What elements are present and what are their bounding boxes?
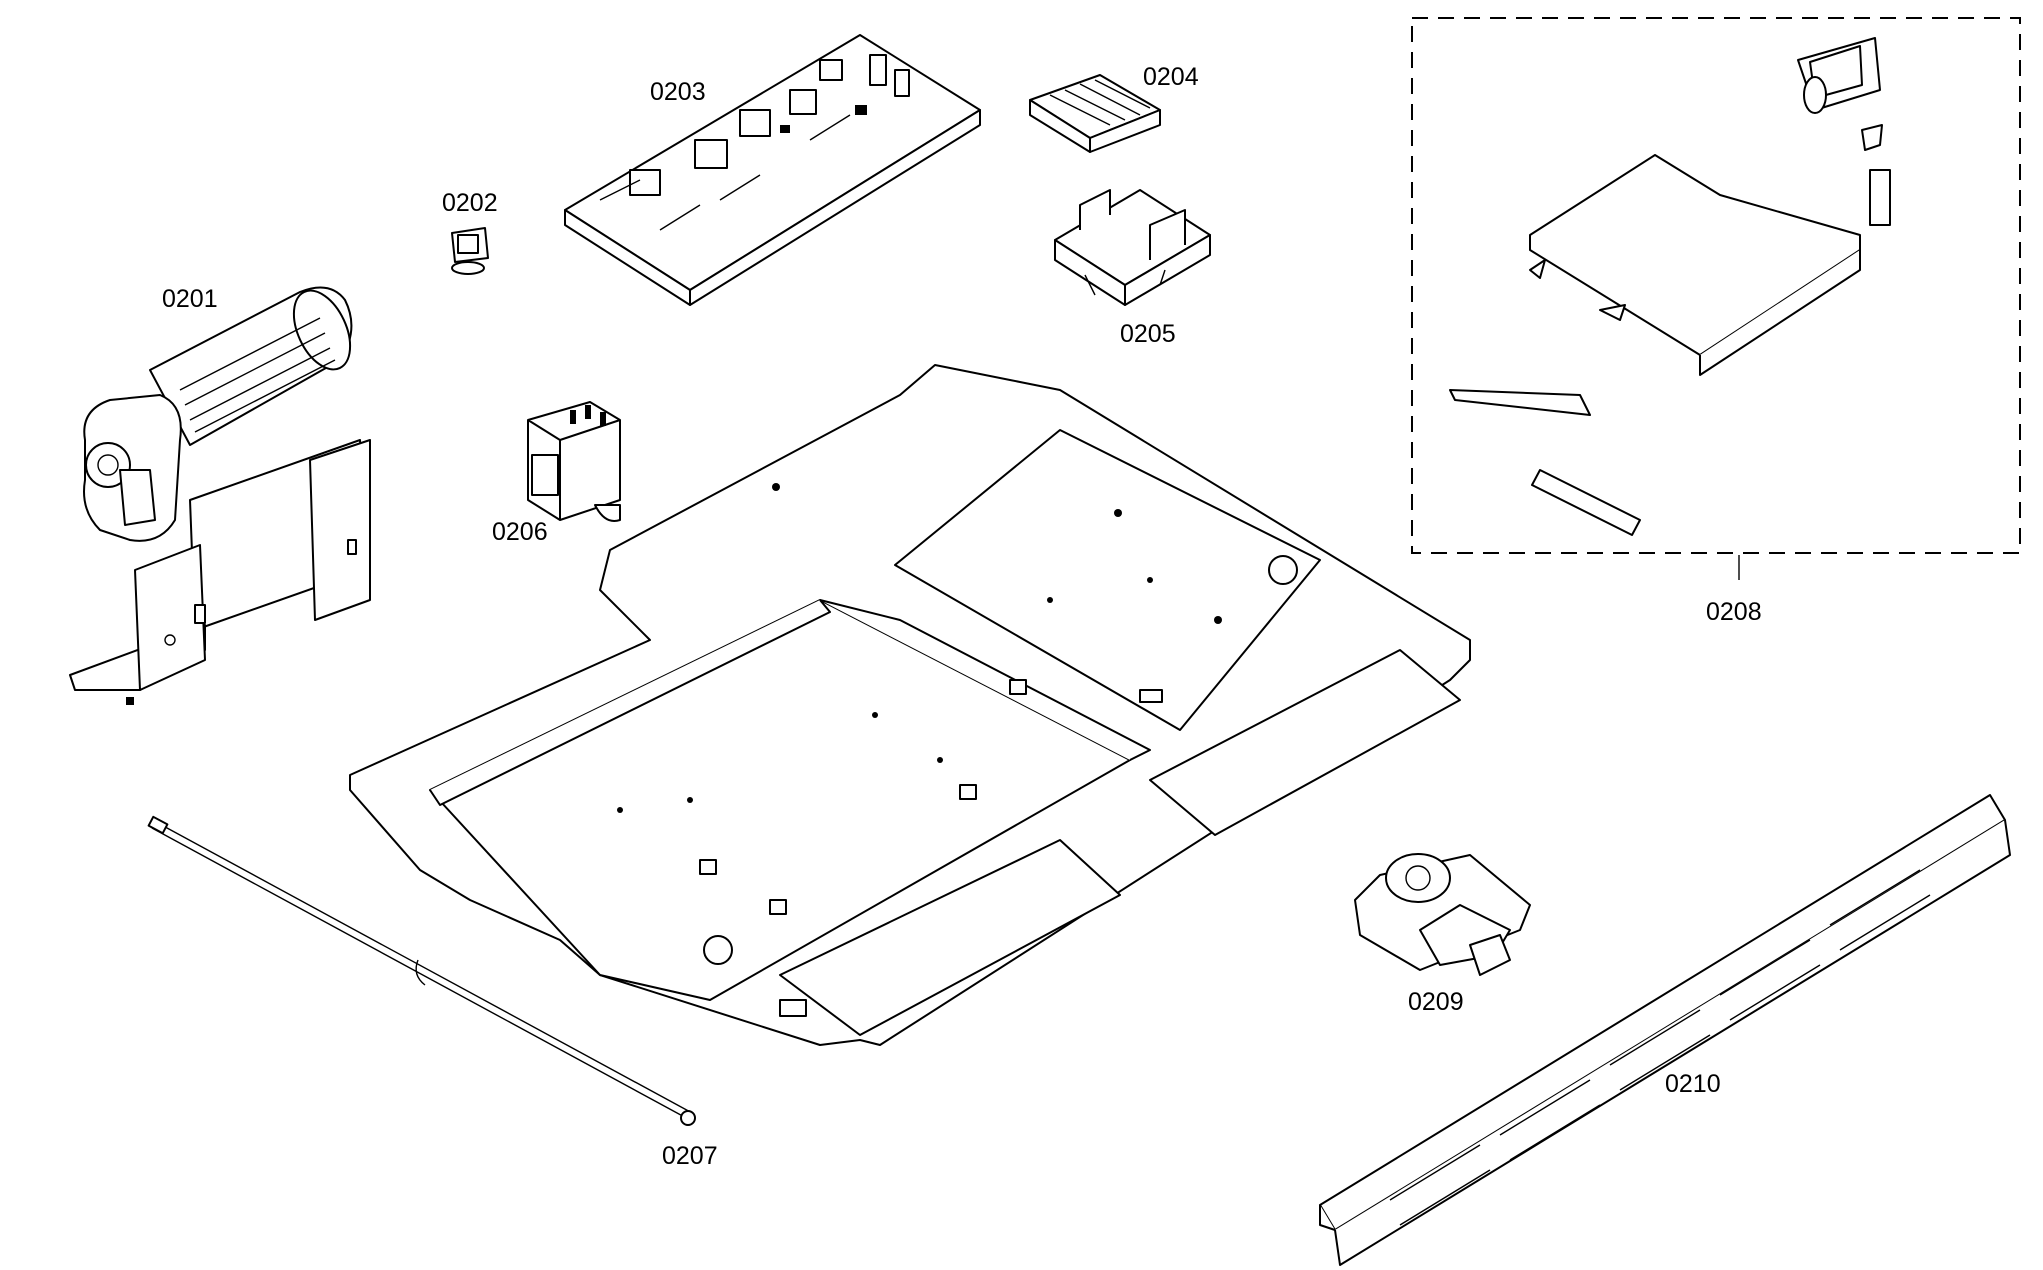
label-0203: 0203 (650, 78, 706, 106)
part-0201-fan-motor (69, 286, 371, 705)
part-0203-control-board (564, 34, 981, 306)
part-0209-door-latch (1354, 853, 1531, 976)
base-pan (349, 364, 1471, 1046)
label-0207: 0207 (662, 1142, 718, 1170)
part-0207-wire-cable (147, 815, 696, 1126)
label-0208: 0208 (1706, 598, 1762, 626)
label-0210: 0210 (1665, 1070, 1721, 1098)
part-0204-relay-block (1029, 74, 1161, 153)
part-0206-transformer (527, 401, 621, 522)
label-0204: 0204 (1143, 63, 1199, 91)
part-0205-terminal-block (1054, 189, 1211, 306)
label-0206: 0206 (492, 518, 548, 546)
part-0208-kit (1411, 17, 2021, 580)
label-0201: 0201 (162, 285, 218, 313)
part-0210-vent-trim (1319, 794, 2011, 1266)
part-0202-thermostat (451, 227, 489, 275)
label-0209: 0209 (1408, 988, 1464, 1016)
label-0202: 0202 (442, 189, 498, 217)
label-0205: 0205 (1120, 320, 1176, 348)
